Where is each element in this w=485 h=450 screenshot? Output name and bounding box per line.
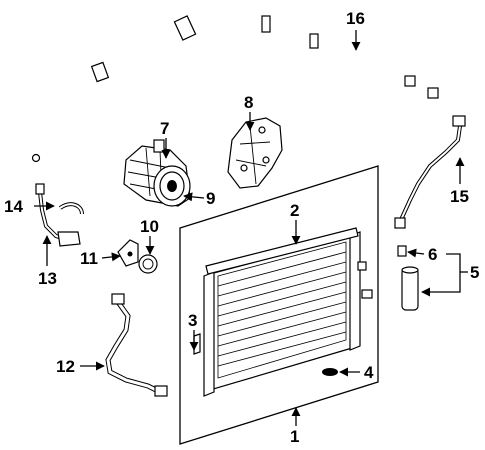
callout-7: 7 (160, 119, 169, 138)
compressor-bracket (227, 117, 283, 189)
callout-3: 3 (188, 311, 197, 330)
seal-cap (138, 254, 158, 274)
callout-10: 10 (140, 217, 159, 236)
condenser-panel (179, 165, 379, 445)
callout-12: 12 (56, 357, 75, 376)
callout-6: 6 (428, 245, 437, 264)
callout-9: 9 (206, 189, 215, 208)
callout-11: 11 (80, 249, 98, 268)
callout-1: 1 (290, 427, 299, 446)
small-bracket (117, 239, 139, 267)
callout-16: 16 (346, 9, 365, 28)
callout-14: 14 (4, 197, 23, 216)
callout-13: 13 (38, 269, 57, 288)
callout-15: 15 (450, 187, 469, 206)
callout-labels: 1 2 3 4 5 6 7 8 9 10 11 12 13 14 15 16 (4, 9, 479, 446)
callout-2: 2 (290, 201, 299, 220)
suction-line (35, 183, 84, 247)
liquid-line-hose (394, 115, 466, 229)
receiver-drier (397, 245, 419, 311)
callout-4: 4 (364, 363, 374, 382)
ac-compressor (123, 139, 191, 207)
discharge-hose (105, 293, 168, 397)
callout-8: 8 (244, 93, 253, 112)
callout-5: 5 (470, 263, 479, 282)
leader-lines (34, 30, 468, 426)
upper-ac-hose (31, 12, 439, 163)
